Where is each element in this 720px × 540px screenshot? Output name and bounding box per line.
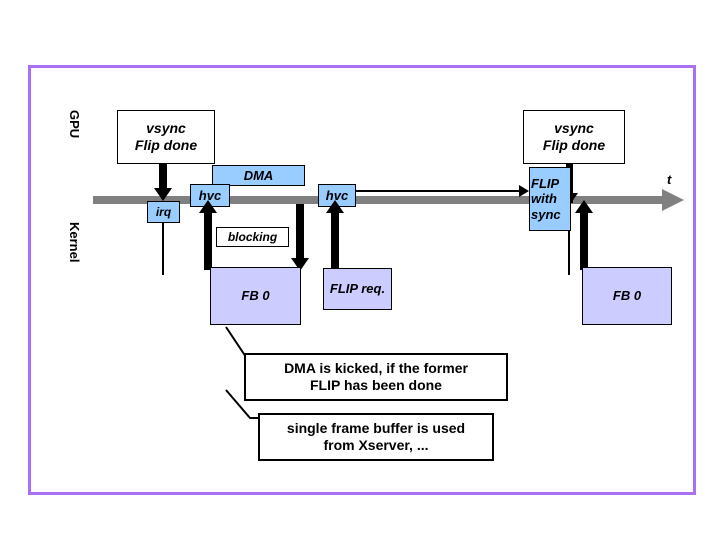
arrow-fb0right-to-timeline-head-icon [575, 200, 593, 213]
arrow-dma-to-fb0-shaft [296, 204, 304, 260]
callout-2-line1: single frame buffer is used [286, 420, 466, 437]
line-hvc2-to-flip-sync-head-icon [519, 185, 529, 197]
vsync-right-leader-line [568, 200, 570, 275]
arrow-fb0-to-hvc1-head-icon [199, 200, 217, 213]
vsync-left-line1: vsync [146, 120, 186, 137]
flip-with-sync-line2: with [531, 191, 557, 207]
dma-box: DMA [212, 165, 305, 186]
callout-1-line2: FLIP has been done [309, 377, 442, 393]
callout-2-line2: from Xserver, ... [323, 437, 429, 453]
arrow-vsync-to-irq-head-icon [154, 188, 172, 201]
irq-leader-line [162, 223, 164, 275]
arrow-flipreq-to-hvc2-shaft [331, 212, 339, 270]
irq-box: irq [147, 201, 180, 223]
callout-1-line1: DMA is kicked, if the former [284, 360, 468, 377]
slide-border-frame [28, 65, 696, 495]
timeline-axis [93, 196, 663, 204]
blocking-label-box: blocking [216, 227, 289, 247]
flip-with-sync-box: FLIP with sync [529, 167, 571, 231]
timeline-arrowhead-icon [662, 189, 684, 211]
vsync-flip-done-box-left: vsync Flip done [117, 110, 215, 164]
callout-note-dma-kicked: DMA is kicked, if the former FLIP has be… [244, 353, 508, 401]
vsync-right-line1: vsync [554, 120, 594, 137]
vsync-flip-done-box-right: vsync Flip done [523, 110, 625, 164]
fb0-box-left: FB 0 [210, 267, 301, 325]
arrow-fb0-to-hvc1-shaft [204, 212, 212, 270]
timeline-axis-label: t [667, 172, 672, 187]
vsync-right-line2: Flip done [542, 137, 606, 153]
flip-req-box: FLIP req. [323, 268, 392, 310]
arrow-fb0right-to-timeline-shaft [580, 212, 588, 270]
arrow-vsync-to-irq-shaft [159, 163, 167, 189]
fb0-box-right: FB 0 [582, 267, 672, 325]
vsync-left-line2: Flip done [134, 137, 198, 153]
line-hvc2-to-flip-sync [356, 190, 521, 192]
flip-with-sync-line3: sync [531, 206, 561, 222]
flip-with-sync-line1: FLIP [531, 176, 560, 191]
arrow-flipreq-to-hvc2-head-icon [326, 200, 344, 213]
callout-note-single-framebuffer: single frame buffer is used from Xserver… [258, 413, 494, 461]
